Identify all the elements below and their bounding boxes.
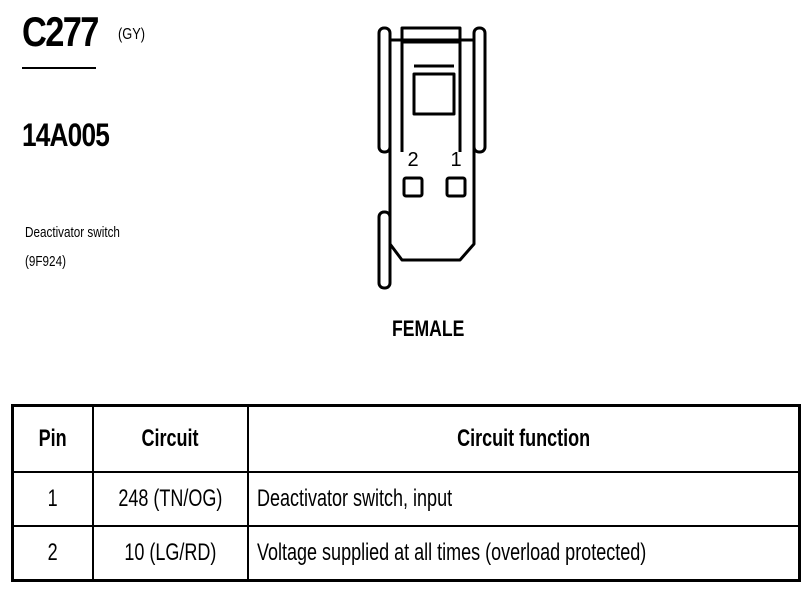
connector-color: (GY): [118, 26, 146, 43]
pin-circuit-table: Pin Circuit Circuit function 1 248 (TN/O…: [11, 404, 801, 582]
pin-label-2: 2: [407, 149, 418, 171]
connector-face-diagram: 2 1: [377, 26, 487, 290]
pin-cell: 2: [11, 525, 94, 582]
component-name: Deactivator switch: [25, 224, 120, 241]
connector-id: C277: [22, 8, 99, 55]
function-cell: Deactivator switch, input: [247, 471, 801, 527]
header-pin: Pin: [11, 404, 94, 473]
left-lower-latch: [377, 210, 392, 290]
pin-cell: 1: [11, 471, 94, 527]
left-upper-latch: [377, 26, 392, 154]
component-description: Deactivator switch (9F924): [25, 218, 120, 276]
component-part-number: (9F924): [25, 253, 66, 270]
function-cell: Voltage supplied at all times (overload …: [247, 525, 801, 582]
header-circuit: Circuit: [92, 404, 249, 473]
circuit-cell: 10 (LG/RD): [92, 525, 249, 582]
pin-cavity-2: [402, 176, 424, 198]
circuit-cell: 248 (TN/OG): [92, 471, 249, 527]
connector-gender-label: FEMALE: [392, 316, 465, 341]
pin-label-1: 1: [450, 149, 461, 171]
harness-number: 14A005: [22, 117, 110, 153]
table-row: 1 248 (TN/OG) Deactivator switch, input: [11, 471, 801, 527]
pin-cavity-1: [445, 176, 467, 198]
right-upper-latch: [472, 26, 487, 154]
connector-body: [388, 38, 476, 262]
table-row: 2 10 (LG/RD) Voltage supplied at all tim…: [11, 525, 801, 582]
title-underline: [22, 67, 96, 69]
latch-window: [412, 72, 456, 116]
header-circuit-function: Circuit function: [247, 404, 801, 473]
table-header-row: Pin Circuit Circuit function: [11, 404, 801, 473]
